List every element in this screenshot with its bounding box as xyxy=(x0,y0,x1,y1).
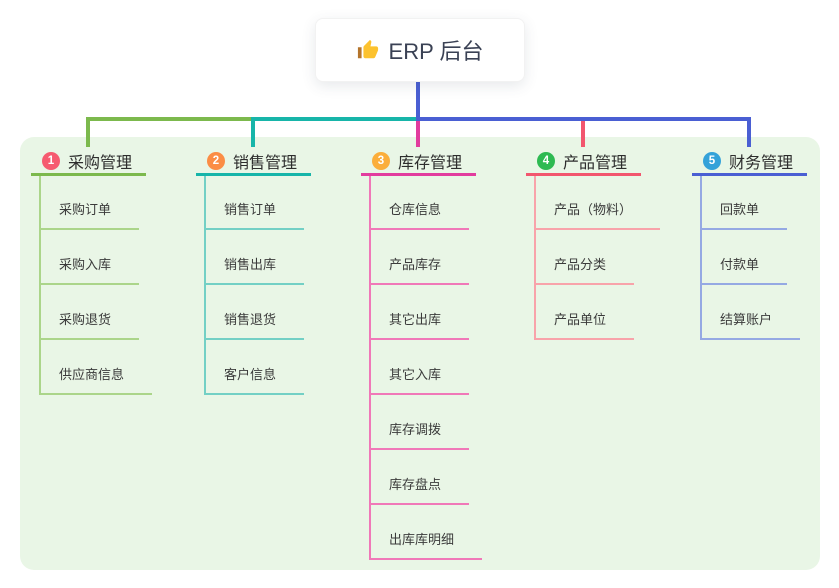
child-node[interactable]: 其它出库 xyxy=(369,310,470,340)
branch-connector-line-4 xyxy=(581,121,585,147)
child-label: 回款单 xyxy=(720,202,760,217)
branch-label: 销售管理 xyxy=(233,155,298,172)
branch-badge-4: 4 xyxy=(537,152,555,170)
child-label: 结算账户 xyxy=(720,312,773,327)
branch-connector-line-3 xyxy=(416,121,420,147)
branch-label: 库存管理 xyxy=(398,155,463,172)
child-label: 产品（物料） xyxy=(554,202,633,217)
branch-badge-1: 1 xyxy=(42,152,60,170)
child-label: 出库库明细 xyxy=(389,532,455,547)
thumbs-up-icon xyxy=(357,39,378,59)
branch-label: 财务管理 xyxy=(729,155,794,172)
child-label: 产品单位 xyxy=(554,312,607,327)
branch-connector-line-5 xyxy=(747,117,751,147)
child-node[interactable]: 销售出库 xyxy=(204,255,305,285)
child-node[interactable]: 库存调拨 xyxy=(369,420,470,450)
child-node[interactable]: 结算账户 xyxy=(700,310,801,340)
child-node[interactable]: 其它入库 xyxy=(369,365,470,395)
child-label: 产品库存 xyxy=(389,257,442,272)
child-node[interactable]: 产品（物料） xyxy=(534,200,661,230)
child-node[interactable]: 产品库存 xyxy=(369,255,470,285)
child-label: 供应商信息 xyxy=(59,367,125,382)
root-node[interactable]: ERP 后台 xyxy=(315,18,525,82)
child-label: 采购订单 xyxy=(59,202,112,217)
child-node[interactable]: 出库库明细 xyxy=(369,530,483,560)
child-node[interactable]: 产品分类 xyxy=(534,255,635,285)
root-connector-line xyxy=(416,82,420,117)
child-label: 付款单 xyxy=(720,257,760,272)
root-title: ERP 后台 xyxy=(388,39,484,64)
child-node[interactable]: 库存盘点 xyxy=(369,475,470,505)
child-label: 库存盘点 xyxy=(389,477,442,492)
connector-hline-green xyxy=(86,117,255,121)
branch-badge-5: 5 xyxy=(703,152,721,170)
child-node[interactable]: 回款单 xyxy=(700,200,788,230)
child-label: 其它出库 xyxy=(389,312,442,327)
branch-node-2[interactable]: 2 销售管理 xyxy=(196,149,311,176)
child-node[interactable]: 仓库信息 xyxy=(369,200,470,230)
branch-node-1[interactable]: 1 采购管理 xyxy=(31,149,146,176)
connector-hline-blue xyxy=(416,117,751,121)
child-node[interactable]: 采购订单 xyxy=(39,200,140,230)
branch-connector-line-1 xyxy=(86,117,90,147)
branch-node-5[interactable]: 5 财务管理 xyxy=(692,149,807,176)
child-node[interactable]: 客户信息 xyxy=(204,365,305,395)
child-label: 销售退货 xyxy=(224,312,277,327)
branch-child-connector-line xyxy=(700,176,702,340)
child-node[interactable]: 销售退货 xyxy=(204,310,305,340)
child-label: 其它入库 xyxy=(389,367,442,382)
child-label: 客户信息 xyxy=(224,367,277,382)
branch-label: 采购管理 xyxy=(68,155,133,172)
child-label: 产品分类 xyxy=(554,257,607,272)
child-node[interactable]: 付款单 xyxy=(700,255,788,285)
branch-child-connector-line xyxy=(369,176,371,560)
child-label: 采购退货 xyxy=(59,312,112,327)
branch-badge-3: 3 xyxy=(372,152,390,170)
child-label: 库存调拨 xyxy=(389,422,442,437)
branch-node-4[interactable]: 4 产品管理 xyxy=(526,149,641,176)
child-node[interactable]: 采购退货 xyxy=(39,310,140,340)
branch-node-3[interactable]: 3 库存管理 xyxy=(361,149,476,176)
child-label: 销售出库 xyxy=(224,257,277,272)
branch-child-connector-line xyxy=(534,176,536,340)
branch-child-connector-line xyxy=(39,176,41,395)
child-label: 销售订单 xyxy=(224,202,277,217)
child-node[interactable]: 销售订单 xyxy=(204,200,305,230)
child-label: 采购入库 xyxy=(59,257,112,272)
child-label: 仓库信息 xyxy=(389,202,442,217)
connector-hline-teal xyxy=(251,117,420,121)
branches-panel xyxy=(20,137,820,570)
branch-connector-line-2 xyxy=(251,117,255,147)
child-node[interactable]: 采购入库 xyxy=(39,255,140,285)
child-node[interactable]: 供应商信息 xyxy=(39,365,153,395)
child-node[interactable]: 产品单位 xyxy=(534,310,635,340)
branch-label: 产品管理 xyxy=(563,155,628,172)
branch-badge-2: 2 xyxy=(207,152,225,170)
branch-child-connector-line xyxy=(204,176,206,395)
